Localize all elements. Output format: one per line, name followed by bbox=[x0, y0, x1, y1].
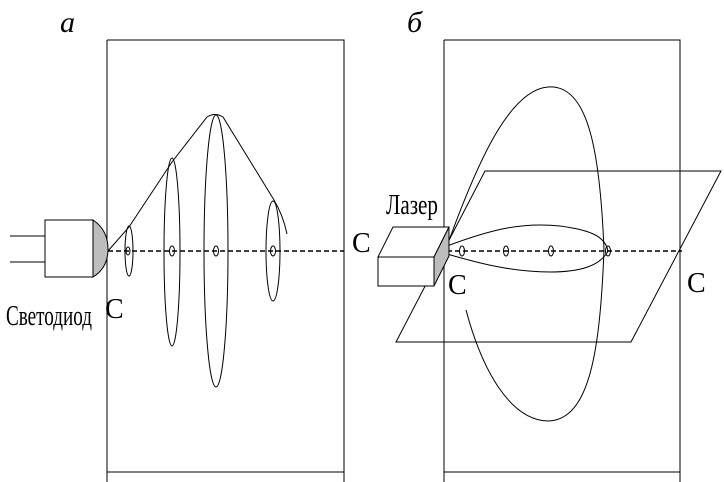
panel-a-letter: а bbox=[60, 6, 75, 39]
panel-b-axis-points bbox=[459, 245, 611, 257]
panel-a-beam-envelope bbox=[107, 114, 288, 252]
axis-point bbox=[503, 245, 509, 257]
led-label: Светодиод bbox=[6, 301, 92, 332]
panel-a-origin-label: С bbox=[105, 294, 124, 325]
panel-a-beam-section-2 bbox=[163, 157, 181, 347]
led-device bbox=[10, 219, 109, 278]
panel-b-letter: б bbox=[407, 6, 423, 39]
panel-a-axis-points bbox=[125, 245, 276, 257]
laser-side-face bbox=[433, 226, 450, 287]
panel-b-origin-label: С bbox=[448, 270, 467, 301]
led-body bbox=[44, 219, 94, 278]
axis-point bbox=[270, 245, 276, 257]
laser-label: Лазер bbox=[386, 190, 438, 221]
panel-b-horizontal-lobe bbox=[446, 224, 609, 273]
axis-point bbox=[169, 245, 175, 257]
panel-a-frame bbox=[106, 39, 345, 482]
panel-b-vertical-lobe bbox=[446, 86, 605, 422]
panel-b-top-label: С bbox=[352, 228, 371, 259]
panel-a-beam-section-3 bbox=[203, 114, 229, 388]
laser-front-face bbox=[377, 256, 435, 287]
panel-b-right-label: С bbox=[687, 268, 706, 299]
panel-b: б Лазер С С С bbox=[352, 6, 722, 482]
panel-a: а Светодиод С bbox=[6, 6, 345, 482]
axis-point bbox=[605, 245, 611, 257]
panel-a-beam-section-4 bbox=[265, 200, 281, 302]
laser-device bbox=[377, 226, 450, 287]
axis-point bbox=[548, 245, 554, 257]
axis-point bbox=[125, 246, 131, 256]
axis-point bbox=[459, 245, 465, 257]
panel-b-frame bbox=[443, 39, 681, 482]
led-lens bbox=[92, 219, 109, 278]
panel-a-beam-section-1 bbox=[124, 225, 134, 277]
axis-point bbox=[213, 245, 219, 257]
